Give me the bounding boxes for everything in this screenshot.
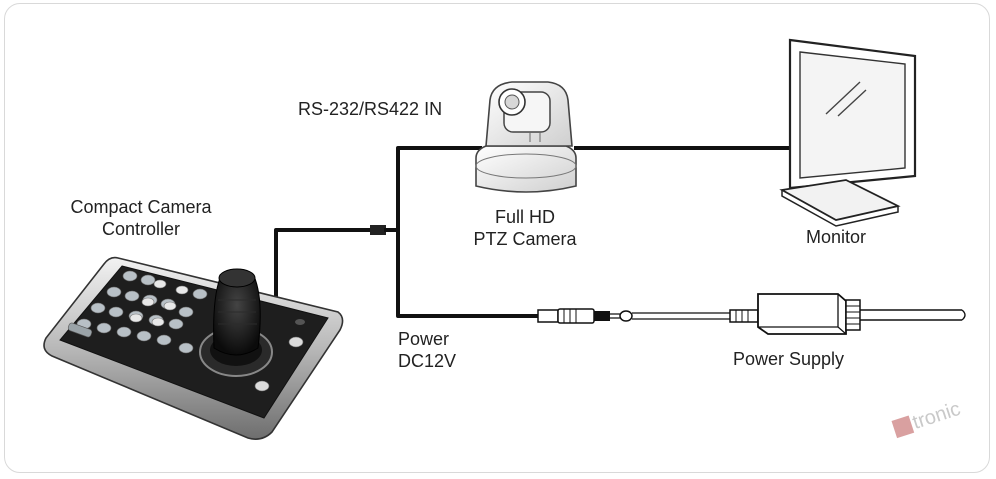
power-adapter-icon (729, 293, 966, 335)
rs232-in-label: RS-232/RS422 IN (298, 99, 443, 119)
joystick-controller-icon (43, 256, 344, 440)
camera-label: Full HD PTZ Camera (450, 206, 600, 250)
monitor-icon (779, 38, 917, 227)
controller-label-line2: Controller (101, 219, 181, 239)
ptz-camera-icon (475, 81, 577, 193)
dc-plug-icon (537, 308, 730, 324)
power-label-line2: DC12V (398, 351, 457, 371)
cable-joint (370, 225, 386, 235)
serial-cable (384, 146, 482, 232)
monitor-label: Monitor (806, 227, 867, 247)
controller-label: Compact Camera Controller (50, 196, 232, 240)
power-label-line1: Power (398, 329, 450, 349)
power-cable (396, 230, 540, 318)
camera-label-line1: Full HD (494, 207, 555, 227)
power-supply-label: Power Supply (733, 349, 845, 369)
power-label: Power DC12V (398, 328, 456, 372)
camera-label-line2: PTZ Camera (473, 229, 577, 249)
cables (274, 146, 796, 318)
controller-cable (274, 228, 372, 305)
controller-label-line1: Compact Camera (70, 197, 212, 217)
